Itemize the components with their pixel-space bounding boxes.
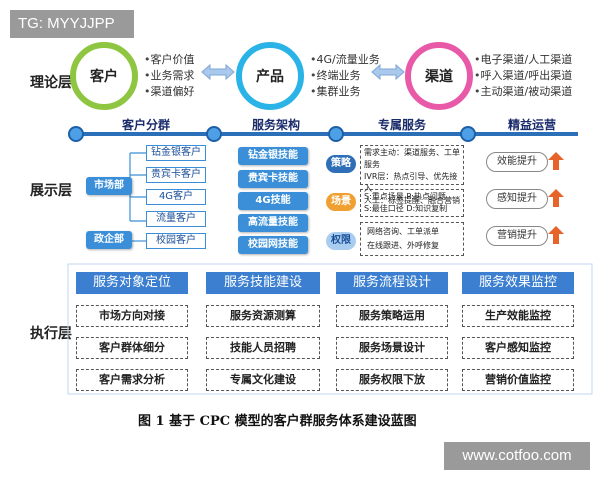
scene-line: S:最佳口径 D:知识复制 bbox=[364, 204, 448, 213]
scene-box: S:重点场景 P:热点问题 S:最佳口径 D:知识复制 bbox=[360, 189, 464, 217]
architecture-item: 4G技能 bbox=[238, 192, 308, 210]
customer-item: 业务需求 bbox=[144, 68, 195, 84]
exec-item: 生产效能监控 bbox=[462, 305, 574, 327]
segment-item: 贵宾卡客户 bbox=[146, 167, 206, 183]
customer-circle-label: 客户 bbox=[90, 69, 118, 85]
watermark: www.cotfoo.com bbox=[444, 442, 590, 470]
exec-item: 客户群体细分 bbox=[76, 337, 188, 359]
column-header: 精益运营 bbox=[507, 118, 556, 132]
layer-display-label: 展示层 bbox=[30, 183, 72, 199]
exec-item: 服务资源测算 bbox=[206, 305, 320, 327]
market-dept-tag: 市场部 bbox=[86, 177, 132, 195]
channel-item: 主动渠道/被动渠道 bbox=[474, 84, 573, 100]
product-item: 终端业务 bbox=[310, 68, 380, 84]
channel-circle: 渠道 bbox=[405, 42, 473, 110]
authority-line: 在线跟进、外呼修复 bbox=[367, 241, 439, 250]
segment-item: 流量客户 bbox=[146, 211, 206, 227]
up-arrow-icons bbox=[548, 152, 564, 244]
segment-item: 钻金银客户 bbox=[146, 145, 206, 161]
exec-item: 技能人员招聘 bbox=[206, 337, 320, 359]
operation-item: 效能提升 bbox=[486, 152, 548, 172]
exec-item: 服务策略运用 bbox=[336, 305, 448, 327]
product-item: 4G/流量业务 bbox=[310, 52, 380, 68]
strategy-line: 需求主动：渠道服务、工单服务 bbox=[364, 148, 460, 169]
layer-execution-label: 执行层 bbox=[30, 326, 72, 342]
channel-item: 电子渠道/人工渠道 bbox=[474, 52, 573, 68]
strategy-line: IVR层：热点引导、优先接入 bbox=[364, 172, 458, 193]
exchange-arrow-icon bbox=[371, 63, 405, 81]
exec-title: 服务对象定位 bbox=[76, 272, 188, 294]
exec-item: 专属文化建设 bbox=[206, 369, 320, 391]
strategy-line: 人工：标签提醒、融合营销 bbox=[364, 196, 460, 205]
exec-item: 服务权限下放 bbox=[336, 369, 448, 391]
authority-line: 网络咨询、工单派单 bbox=[367, 227, 439, 236]
exec-title: 服务技能建设 bbox=[206, 272, 320, 294]
product-items: 4G/流量业务 终端业务 集群业务 bbox=[310, 52, 380, 100]
up-arrow-icon bbox=[548, 189, 564, 207]
exec-item: 服务场景设计 bbox=[336, 337, 448, 359]
exec-item: 客户感知监控 bbox=[462, 337, 574, 359]
segment-item: 4G客户 bbox=[146, 189, 206, 205]
up-arrow-icon bbox=[548, 226, 564, 244]
channel-circle-label: 渠道 bbox=[425, 69, 453, 85]
layer-theory-label: 理论层 bbox=[30, 75, 72, 91]
product-item: 集群业务 bbox=[310, 84, 380, 100]
segment-item: 校园客户 bbox=[146, 233, 206, 249]
gov-dept-tag: 政企部 bbox=[86, 231, 132, 249]
authority-box: 网络咨询、工单派单 在线跟进、外呼修复 bbox=[360, 222, 464, 256]
execution-frame bbox=[67, 263, 593, 395]
customer-item: 渠道偏好 bbox=[144, 84, 195, 100]
architecture-item: 高流量技能 bbox=[238, 214, 308, 232]
column-header: 客户分群 bbox=[121, 118, 170, 132]
scene-line: S:重点场景 P:热点问题 bbox=[364, 192, 446, 201]
channel-item: 呼入渠道/呼出渠道 bbox=[474, 68, 573, 84]
strategy-box: 需求主动：渠道服务、工单服务 IVR层：热点引导、优先接入 人工：标签提醒、融合… bbox=[360, 145, 464, 205]
channel-items: 电子渠道/人工渠道 呼入渠道/呼出渠道 主动渠道/被动渠道 bbox=[474, 52, 573, 100]
source-tag: TG: MYYJJPP bbox=[10, 10, 134, 38]
customer-circle: 客户 bbox=[70, 42, 138, 110]
strategy-tag: 策略 bbox=[326, 155, 356, 173]
authority-tag: 权限 bbox=[326, 232, 356, 250]
customer-items: 客户价值 业务需求 渠道偏好 bbox=[144, 52, 195, 100]
exec-title: 服务效果监控 bbox=[462, 272, 574, 294]
timeline-bar bbox=[68, 126, 578, 142]
exec-title: 服务流程设计 bbox=[336, 272, 448, 294]
exchange-arrow-icon bbox=[201, 63, 235, 81]
architecture-item: 校园网技能 bbox=[238, 236, 308, 254]
operation-item: 感知提升 bbox=[486, 189, 548, 209]
operation-item: 营销提升 bbox=[486, 226, 548, 246]
column-header: 服务架构 bbox=[251, 118, 300, 132]
figure-caption: 图 1 基于 CPC 模型的客户群服务体系建设蓝图 bbox=[138, 414, 417, 429]
product-circle: 产品 bbox=[236, 42, 304, 110]
architecture-item: 钻金银技能 bbox=[238, 147, 308, 165]
up-arrow-icon bbox=[548, 152, 564, 170]
architecture-item: 贵宾卡技能 bbox=[238, 170, 308, 188]
exec-item: 市场方向对接 bbox=[76, 305, 188, 327]
customer-item: 客户价值 bbox=[144, 52, 195, 68]
column-header: 专属服务 bbox=[377, 118, 426, 132]
exec-item: 客户需求分析 bbox=[76, 369, 188, 391]
scene-tag: 场景 bbox=[326, 193, 356, 211]
product-circle-label: 产品 bbox=[256, 69, 284, 85]
exec-item: 营销价值监控 bbox=[462, 369, 574, 391]
